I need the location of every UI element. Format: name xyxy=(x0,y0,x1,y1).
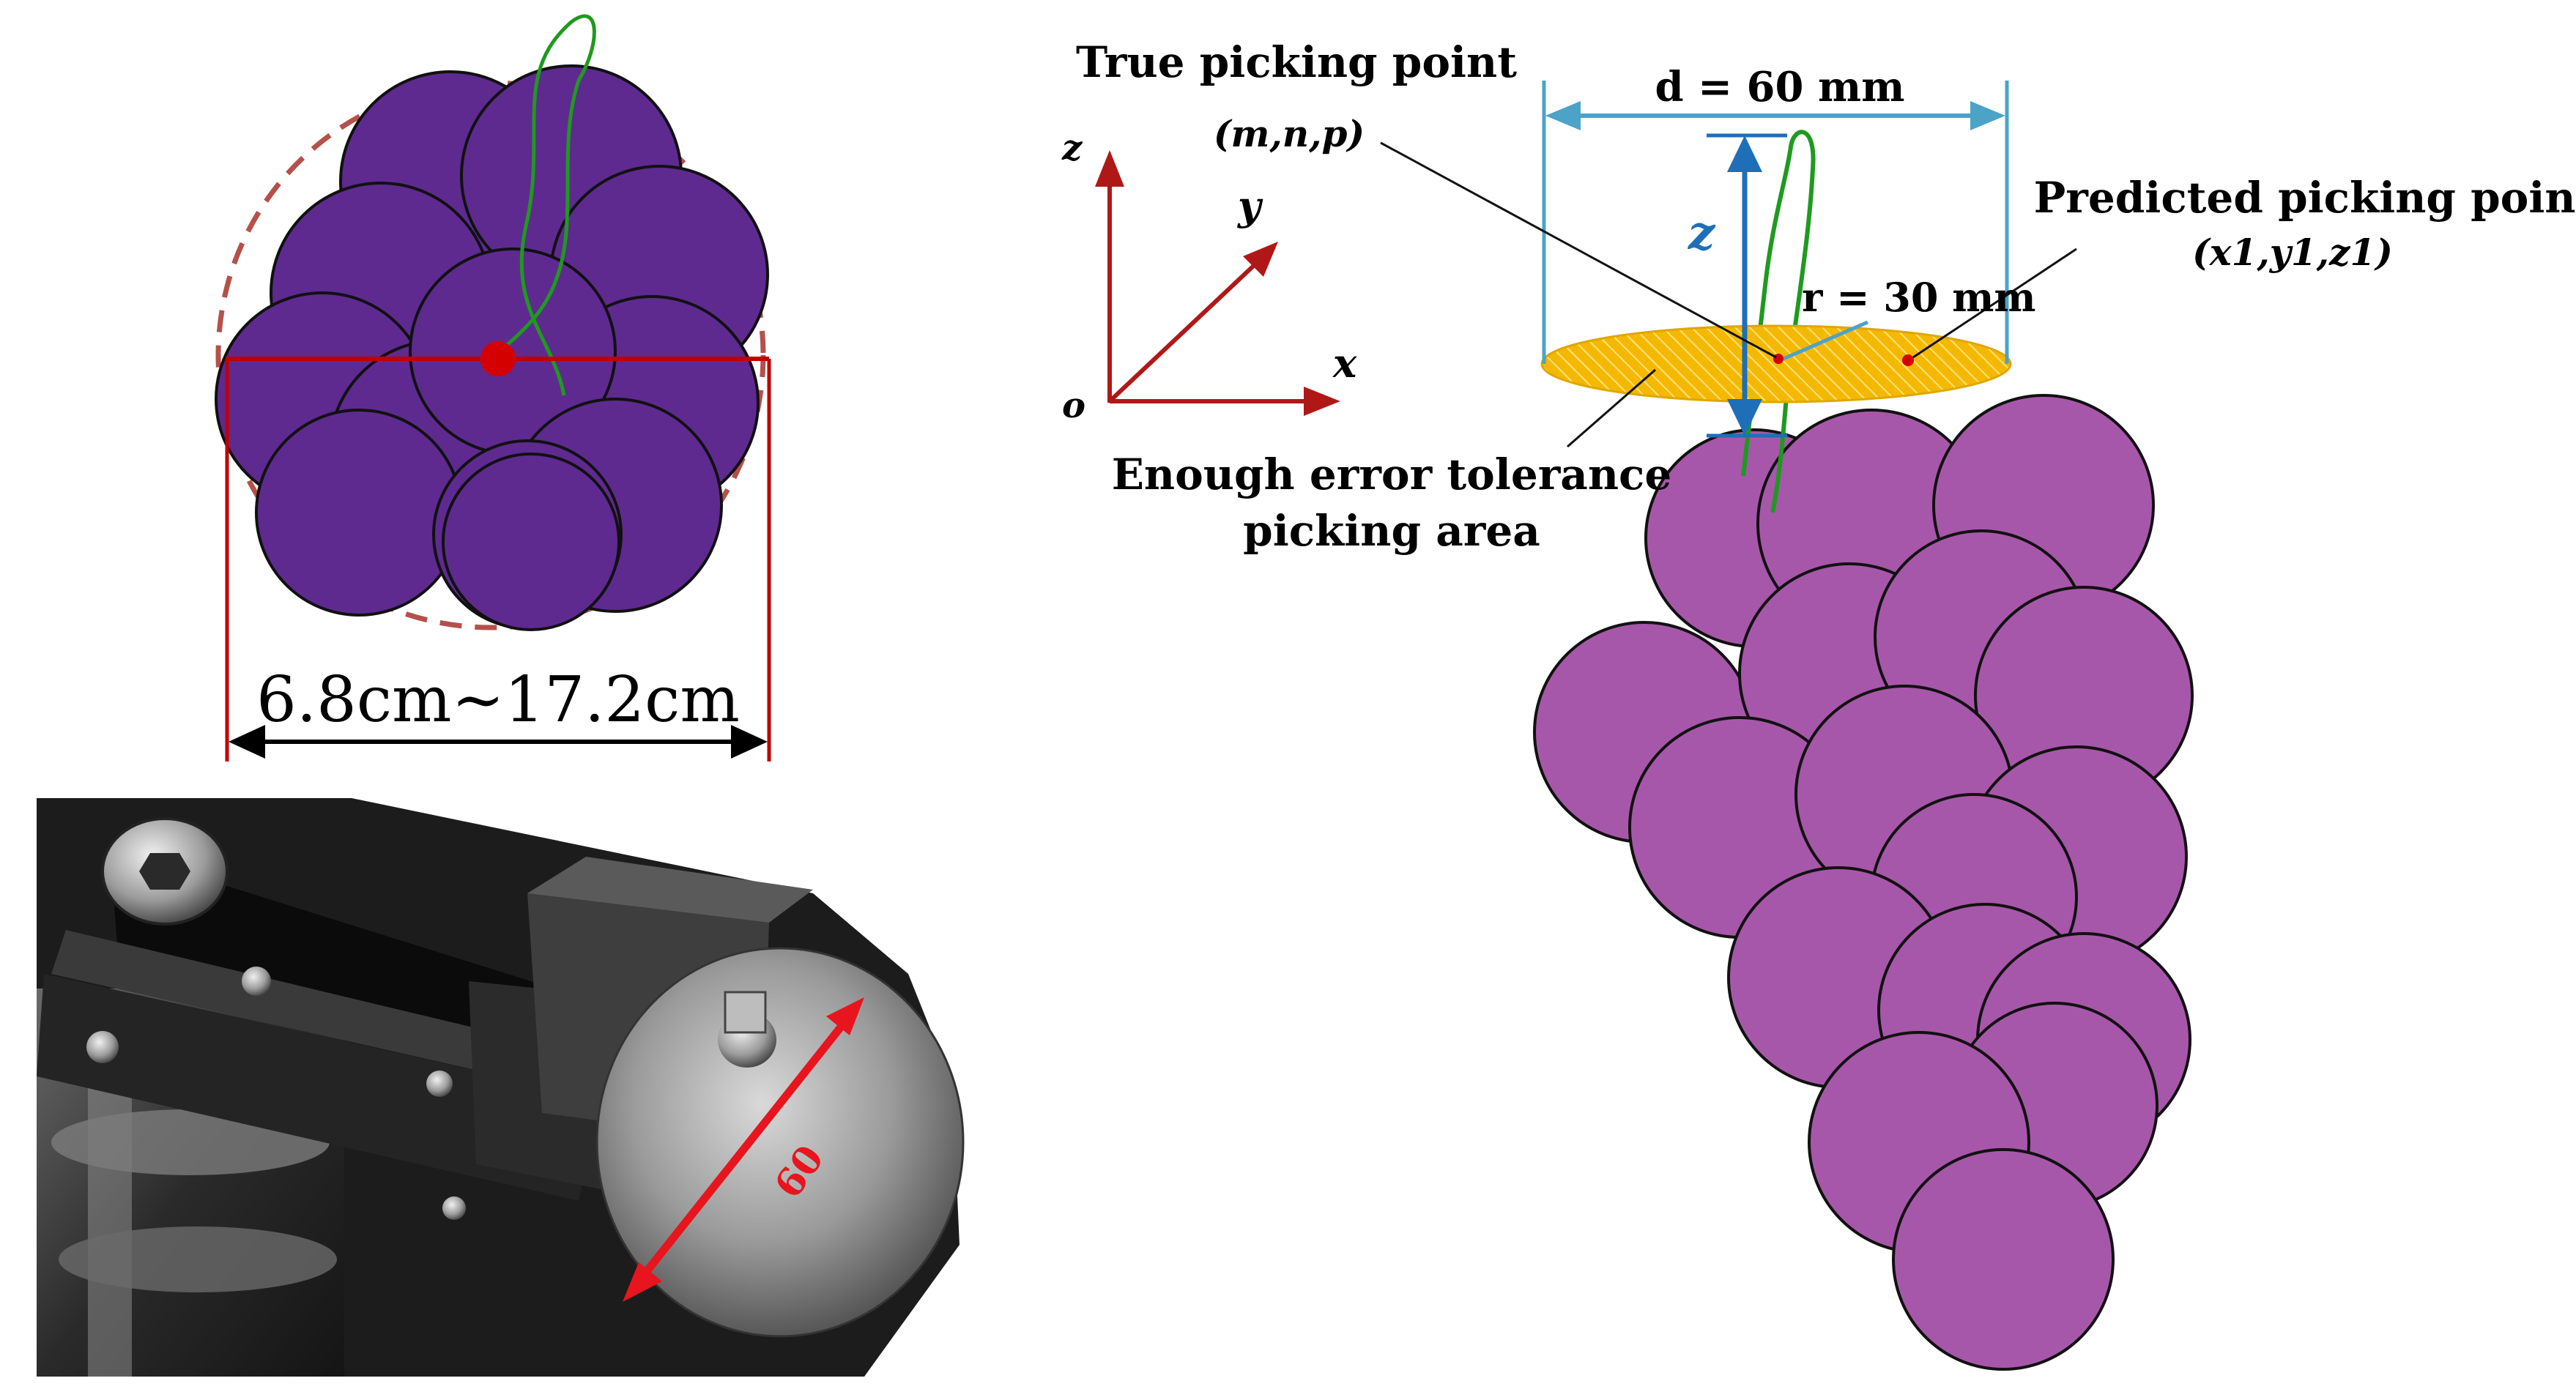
grape-berries-top-view xyxy=(215,64,769,631)
tolerance-label-line1: Enough error tolerance xyxy=(1112,450,1672,499)
cutting-disc xyxy=(595,947,965,1338)
screw-4 xyxy=(442,1196,466,1220)
axis-origin-label: o xyxy=(1062,385,1085,426)
blade-diameter-arrow xyxy=(641,1022,846,1277)
true-point-leader xyxy=(1380,141,1777,359)
screw-1 xyxy=(86,1031,119,1063)
hex-socket xyxy=(139,853,190,890)
true-point-marker xyxy=(1773,354,1783,364)
dimension-arrowhead-left xyxy=(229,725,265,759)
true-point-title: True picking point xyxy=(1076,37,1517,87)
x-arrowhead xyxy=(1304,387,1340,416)
center-dot xyxy=(480,341,516,376)
arm-plate xyxy=(37,974,601,1201)
predicted-point-marker xyxy=(1902,354,1914,366)
tolerance-label-line2: picking area xyxy=(1243,506,1540,556)
diameter-arrowhead-left xyxy=(1545,101,1581,130)
z-measure-label: z xyxy=(1688,206,1716,261)
screw-3 xyxy=(426,1071,453,1097)
predicted-point-title: Predicted picking point xyxy=(2034,173,2576,223)
z-measure-arrowhead-bottom xyxy=(1727,399,1762,436)
right-grape-diagram xyxy=(1380,81,2194,1371)
z-arrowhead xyxy=(1095,150,1124,187)
diameter-arrowhead-right xyxy=(1970,101,2005,130)
diameter-label: d = 60 mm xyxy=(1655,63,1904,111)
radius-line xyxy=(1778,320,1868,363)
cutter-photo: 60 xyxy=(37,798,965,1377)
tolerance-leader xyxy=(1567,368,1656,448)
blade-arrowhead-bottom xyxy=(623,1262,662,1302)
z-measure-arrowhead-top xyxy=(1727,135,1762,172)
predicted-point-coords: (x1,y1,z1) xyxy=(2192,231,2393,274)
column-ring-2 xyxy=(59,1226,337,1292)
tolerance-area xyxy=(1540,324,2012,403)
hub-nut xyxy=(724,991,767,1034)
axis-x-label: x xyxy=(1332,340,1357,387)
true-point-coords: (m,n,p) xyxy=(1214,112,1365,155)
grape-berries-side-view xyxy=(1533,394,2194,1371)
coordinate-axes xyxy=(1095,150,1340,416)
axis-z-label: z xyxy=(1061,127,1083,168)
screw-2 xyxy=(242,967,271,996)
radius-label: r = 30 mm xyxy=(1802,274,2036,321)
axis-y-label: y xyxy=(1237,182,1263,229)
y-arrowhead xyxy=(1243,242,1278,277)
dimension-arrowhead-right xyxy=(731,725,768,759)
predicted-point-leader xyxy=(1912,247,2077,359)
blade-arrowhead-top xyxy=(826,997,864,1035)
arm-plate-top xyxy=(51,930,601,1098)
left-grape-diagram: 6.8cm~17.2cm xyxy=(215,14,771,762)
bracket-block-top xyxy=(527,857,813,923)
stem-top-view xyxy=(482,14,596,396)
dimension-label: 6.8cm~17.2cm xyxy=(256,663,740,737)
y-axis xyxy=(1107,258,1262,403)
